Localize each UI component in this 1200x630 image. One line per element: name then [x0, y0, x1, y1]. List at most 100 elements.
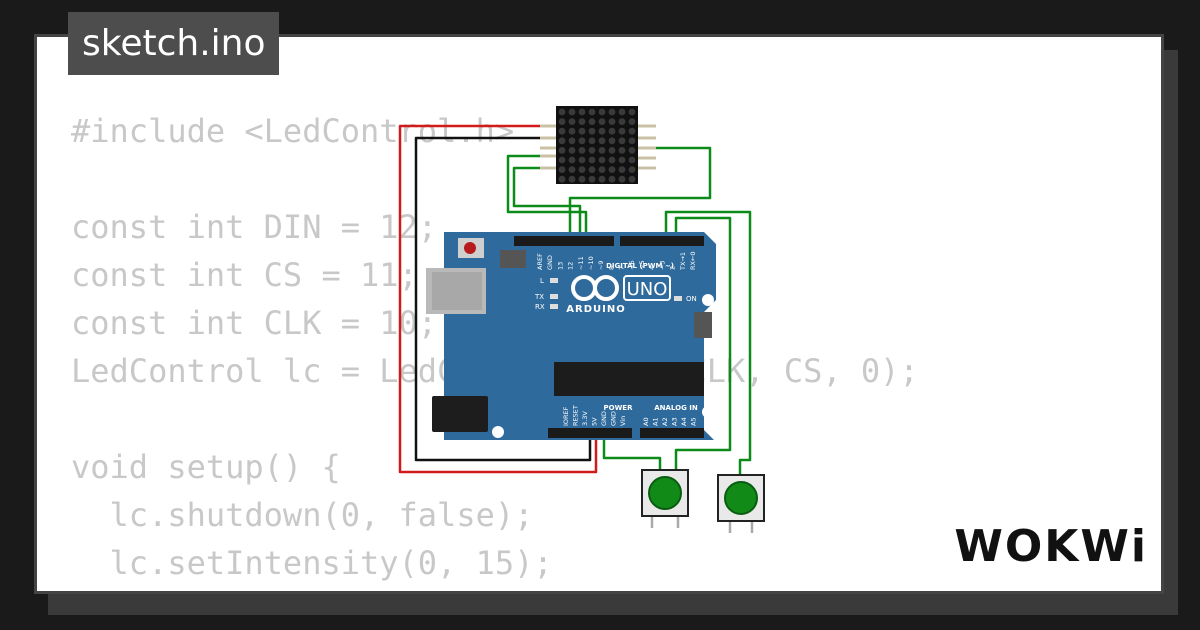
matrix-led: [598, 108, 606, 116]
matrix-led: [598, 137, 606, 145]
arduino-uno-board[interactable]: UNO ARDUINO DIGITAL (PWM ~) POWER ANALOG…: [426, 232, 716, 440]
atmega-chip: [554, 362, 704, 396]
matrix-led: [578, 166, 586, 174]
code-line: lc.setIntensity(0, 15);: [71, 544, 553, 582]
uno-badge: [623, 275, 671, 301]
matrix-led: [558, 147, 566, 154]
pin-label: ~3: [658, 260, 666, 270]
matrix-led: [568, 175, 576, 183]
matrix-led: [578, 156, 586, 164]
matrix-led: [558, 127, 566, 135]
matrix-led: [618, 166, 626, 174]
digital-header: [514, 236, 614, 246]
matrix-led: [618, 118, 626, 125]
wire-black-gnd: [414, 136, 592, 462]
matrix-led: [568, 137, 576, 145]
matrix-led: [588, 156, 596, 164]
rx-label: RX: [535, 303, 545, 311]
led-matrix[interactable]: [540, 106, 656, 184]
pushbutton-1[interactable]: [641, 469, 689, 528]
matrix-led: [558, 175, 566, 183]
filename-tab[interactable]: sketch.ino: [68, 12, 280, 75]
matrix-led: [588, 127, 596, 135]
wire-green-din: [506, 154, 588, 240]
wire-green-clk: [568, 146, 712, 240]
pin-label: ~11: [577, 256, 585, 270]
on-label: ON: [686, 295, 697, 303]
wire-red-vcc: [398, 124, 598, 474]
pin-label: 5V: [591, 417, 599, 426]
pin-label: 7: [618, 266, 626, 270]
mount-hole: [702, 406, 714, 418]
pin-label: A1: [652, 417, 660, 426]
pin-label: RX←0: [689, 251, 697, 270]
led-l-label: L: [540, 277, 544, 285]
pin-label: IOREF: [562, 406, 570, 426]
matrix-dots: [558, 108, 636, 183]
pushbutton-2[interactable]: [717, 474, 765, 533]
led-rx: [550, 304, 558, 309]
pin-label: A2: [661, 417, 669, 426]
mount-hole: [492, 426, 504, 438]
code-line: void setup() {: [71, 448, 341, 486]
matrix-led: [608, 118, 616, 125]
button-1-cap[interactable]: [648, 476, 682, 510]
matrix-led: [598, 147, 606, 154]
pin-label: GND: [600, 411, 608, 426]
usb-port-inner: [432, 272, 482, 310]
matrix-led: [618, 127, 626, 135]
matrix-led: [608, 127, 616, 135]
pin-label: A0: [642, 417, 650, 426]
matrix-pins: [540, 124, 656, 170]
matrix-led: [578, 118, 586, 125]
matrix-led: [578, 137, 586, 145]
analog-header: [640, 428, 704, 438]
matrix-led: [628, 156, 636, 164]
matrix-led: [558, 118, 566, 125]
matrix-led: [618, 137, 626, 145]
pin-label: 12: [567, 262, 575, 270]
pin-label: 13: [556, 262, 564, 270]
matrix-led: [578, 175, 586, 183]
led-l: [550, 278, 558, 283]
pin-label: AREF: [536, 253, 544, 270]
analog-label: ANALOG IN: [654, 404, 698, 412]
reset-button[interactable]: [464, 242, 476, 254]
matrix-led: [578, 147, 586, 154]
mount-hole: [702, 294, 714, 306]
button-2-cap[interactable]: [724, 481, 758, 515]
matrix-led: [628, 127, 636, 135]
matrix-led: [628, 166, 636, 174]
matrix-led: [608, 166, 616, 174]
matrix-led: [578, 108, 586, 116]
pin-label: 8: [607, 266, 615, 270]
pin-label: RESET: [572, 405, 580, 426]
matrix-led: [568, 118, 576, 125]
icsp-header-right: [694, 312, 712, 338]
matrix-led: [618, 156, 626, 164]
matrix-led: [558, 166, 566, 174]
power-header: [548, 428, 632, 438]
matrix-led: [628, 147, 636, 154]
matrix-led: [558, 108, 566, 116]
wire-green-gnd-btn: [602, 432, 662, 470]
code-line: #include <LedControl.h>: [71, 112, 515, 150]
wire-green-btn2: [674, 216, 732, 470]
matrix-led: [628, 118, 636, 125]
pin-label: TX→1: [679, 252, 687, 271]
matrix-led: [608, 147, 616, 154]
matrix-led: [618, 147, 626, 154]
matrix-led: [598, 156, 606, 164]
wokwi-logo: WOKWi: [954, 521, 1148, 572]
matrix-led: [598, 118, 606, 125]
board-brand: ARDUINO: [566, 304, 625, 315]
wire-green-btn1: [664, 210, 752, 475]
matrix-led: [628, 175, 636, 183]
digital-label: DIGITAL (PWM ~): [606, 262, 674, 270]
code-editor: #include <LedControl.h>const int DIN = 1…: [71, 107, 919, 591]
matrix-led: [588, 147, 596, 154]
matrix-led: [608, 156, 616, 164]
matrix-led: [588, 175, 596, 183]
matrix-led: [598, 166, 606, 174]
